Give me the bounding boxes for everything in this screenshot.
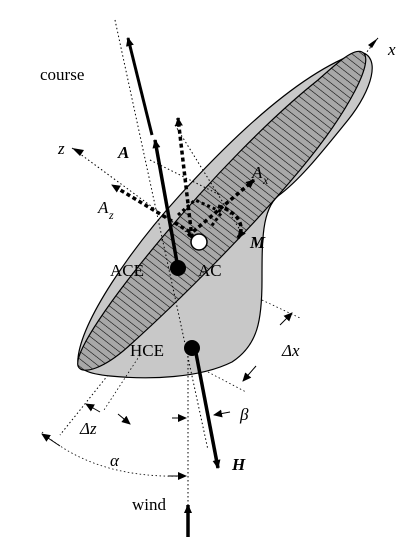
ace-point [170, 260, 186, 276]
dx-ext-1 [261, 299, 301, 319]
z-axis-arrowhead [72, 148, 84, 156]
course-line [114, 19, 209, 451]
dz-ext-1 [103, 354, 141, 411]
label-az: A [97, 198, 109, 217]
label-a: A [117, 143, 129, 162]
x-axis-arrowhead [368, 38, 378, 48]
label-course: course [40, 65, 84, 84]
label-ax-sub: x [262, 173, 269, 187]
label-ax: A [251, 163, 263, 182]
dx-dim-top [279, 312, 293, 326]
hce-point [184, 340, 200, 356]
label-m: M [249, 233, 266, 252]
ac-point [190, 233, 208, 251]
label-alpha: α [110, 451, 120, 470]
label-dx: Δx [281, 341, 300, 360]
dashed-force-vertical [174, 117, 194, 239]
dx-dim-bot [242, 365, 257, 382]
alpha-arrow-left [41, 433, 61, 447]
z-axis-line [71, 147, 201, 243]
label-ac: AC [198, 261, 222, 280]
dz-dim-right [117, 413, 131, 425]
label-hce: HCE [130, 341, 164, 360]
dx-ext-2 [207, 371, 247, 393]
label-beta: β [239, 405, 249, 424]
label-h: H [231, 455, 246, 474]
force-a-arrow [152, 139, 180, 269]
beta-dim-right [213, 409, 231, 418]
label-x: x [387, 40, 396, 59]
label-dz: Δz [79, 419, 97, 438]
construction-line-b [174, 124, 241, 231]
label-z: z [57, 139, 65, 158]
force-h-arrow [193, 347, 221, 469]
construction-line-a [149, 159, 221, 196]
dashed-force-az [111, 183, 191, 234]
label-ace: ACE [110, 261, 144, 280]
sail-shape [77, 50, 367, 371]
dz-dim-left [85, 403, 101, 413]
label-wind: wind [132, 495, 167, 514]
dashed-box [177, 198, 225, 229]
course-arrow [126, 37, 154, 136]
label-az-sub: z [108, 208, 114, 222]
